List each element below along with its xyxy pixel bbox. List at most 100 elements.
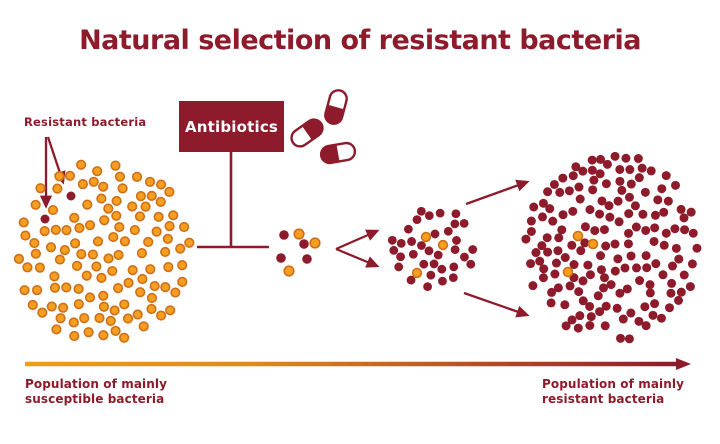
bacterium-resistant [528, 281, 538, 291]
bacterium-resistant [521, 234, 531, 244]
diagram-title: Natural selection of resistant bacteria [79, 25, 641, 56]
bacterium-resistant [449, 262, 459, 272]
bacterium-susceptible [94, 312, 105, 324]
bacterium-resistant [574, 182, 584, 192]
bacterium-susceptible [177, 260, 188, 271]
bacterium-resistant [593, 291, 603, 301]
bacterium-resistant [645, 288, 655, 298]
bacterium-resistant [667, 278, 677, 288]
bacterium-susceptible [30, 199, 41, 210]
antibiotics-label: Antibiotics [184, 117, 279, 136]
caption-line: resistant bacteria [542, 391, 665, 406]
bacterium-resistant [526, 226, 536, 236]
bacterium-resistant [407, 237, 416, 246]
bacterium-resistant [676, 287, 686, 297]
bacterium-susceptible [137, 273, 148, 285]
bacterium-susceptible [19, 285, 30, 296]
bacterium-resistant [406, 275, 416, 285]
bacterium-susceptible [73, 298, 84, 310]
bacterium-susceptible [50, 224, 61, 235]
bacterium-resistant [568, 171, 578, 181]
bacterium-resistant [641, 321, 651, 331]
bacterium-resistant [586, 312, 596, 322]
bacterium-resistant [587, 165, 597, 175]
split-arrow-lower [335, 247, 380, 268]
bacterium-susceptible [160, 246, 171, 258]
bacterium-susceptible [91, 261, 102, 272]
bacterium-resistant [600, 321, 610, 331]
bacterium-resistant [664, 303, 674, 313]
bacterium-resistant [616, 333, 626, 343]
bacterium-resistant [625, 165, 635, 175]
bacteria-cluster-regrowing-population [387, 206, 478, 292]
bacterium-resistant [451, 209, 461, 219]
bacterium-susceptible [88, 176, 99, 187]
bacterium-resistant [687, 259, 697, 269]
bacterium-resistant [650, 299, 660, 309]
bacterium-susceptible [114, 171, 126, 182]
bacterium-susceptible [98, 330, 109, 341]
bacterium-resistant [620, 263, 630, 273]
bacterium-susceptible [162, 233, 173, 244]
bacterium-susceptible [105, 315, 116, 326]
bacterium-susceptible [562, 266, 574, 278]
bacterium-susceptible [179, 221, 190, 233]
bacterium-resistant [630, 201, 640, 211]
bacterium-susceptible [39, 226, 50, 237]
bacterium-resistant [279, 230, 289, 240]
bacterium-resistant [433, 250, 443, 260]
bacterium-resistant [430, 229, 440, 239]
bacterium-resistant [389, 245, 399, 255]
bacterium-resistant [587, 155, 597, 165]
bacterium-resistant [299, 239, 309, 249]
bacterium-susceptible [107, 265, 118, 277]
bacterium-resistant [558, 210, 568, 220]
bacterium-resistant [426, 270, 436, 280]
bacterium-susceptible [155, 310, 167, 321]
bacterium-susceptible [437, 239, 449, 251]
bacterium-resistant [615, 176, 625, 186]
bacterium-susceptible [96, 193, 107, 204]
bacterium-resistant [650, 223, 660, 233]
bacterium-susceptible [164, 221, 175, 232]
bacterium-resistant [585, 301, 595, 311]
bacterium-resistant [641, 225, 651, 235]
bacterium-resistant [553, 246, 563, 256]
bacterium-susceptible [122, 313, 134, 324]
bacterium-resistant [565, 281, 575, 291]
bacterium-resistant [671, 243, 681, 253]
bacterium-resistant [538, 212, 548, 222]
bacterium-susceptible [149, 280, 160, 292]
pill-capsule-icon [290, 118, 324, 148]
bacterium-susceptible [177, 276, 188, 287]
bacterium-resistant [569, 260, 579, 270]
bacterium-resistant [599, 283, 609, 293]
bacterium-resistant [276, 253, 286, 263]
bacterium-susceptible [92, 236, 104, 247]
bacterium-susceptible [572, 230, 584, 242]
bacterium-susceptible [35, 183, 46, 194]
bacterium-resistant [424, 246, 434, 256]
bacterium-resistant [578, 296, 588, 306]
bacterium-resistant [576, 246, 586, 256]
bacterium-susceptible [46, 301, 57, 312]
bacterium-resistant [651, 259, 661, 269]
bacterium-susceptible [73, 283, 84, 294]
bacterium-resistant [604, 201, 614, 211]
bacterium-susceptible [27, 299, 38, 311]
bacterium-susceptible [151, 226, 162, 237]
bacterium-resistant [537, 241, 547, 251]
caption-line: Population of mainly [25, 377, 168, 391]
bacterium-resistant [624, 192, 634, 202]
bacterium-susceptible [96, 272, 107, 283]
bacterium-susceptible [175, 243, 186, 254]
bacterium-susceptible [61, 282, 72, 293]
bacterium-susceptible [64, 170, 76, 181]
bacterium-susceptible [45, 242, 57, 253]
bacterium-susceptible [114, 221, 125, 233]
bacterium-susceptible [84, 220, 96, 231]
bacterium-resistant [435, 208, 445, 218]
bacterium-resistant [396, 252, 405, 262]
bacterium-resistant [599, 273, 609, 283]
susceptible-population-caption: Population of mainly susceptible bacteri… [25, 377, 167, 406]
